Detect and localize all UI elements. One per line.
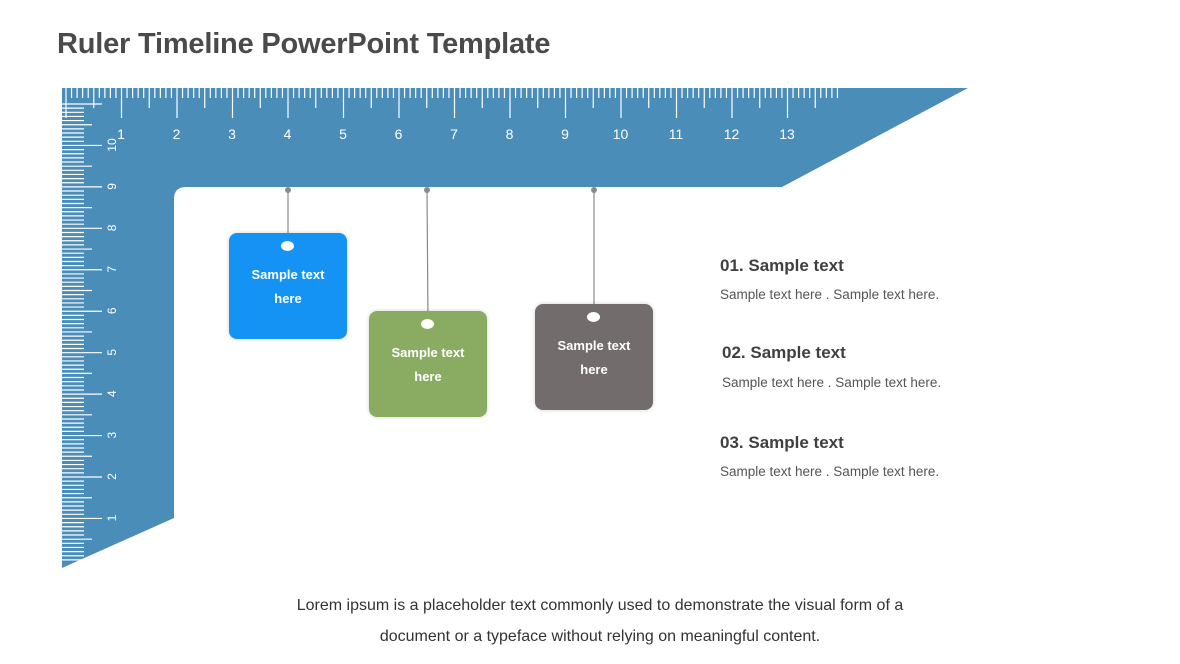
ruler-h-label: 3 xyxy=(228,126,236,142)
ruler-h-label: 9 xyxy=(561,126,569,142)
tag-strings xyxy=(285,187,597,323)
tag-hole-icon xyxy=(587,312,600,322)
ruler-h-label: 8 xyxy=(506,126,514,142)
ruler-v-label: 9 xyxy=(105,183,119,190)
tag-pin-2 xyxy=(424,187,430,193)
ruler-v-label: 7 xyxy=(105,266,119,273)
item-title-2: 02. Sample text xyxy=(722,343,846,362)
ruler-h-label: 2 xyxy=(173,126,181,142)
tag-hole-icon xyxy=(281,241,294,251)
tag-pin-1 xyxy=(285,187,291,193)
footer-line-1: Lorem ipsum is a placeholder text common… xyxy=(296,597,904,614)
ruler-h-label: 6 xyxy=(395,126,403,142)
footer-line-2: document or a typeface without relying o… xyxy=(379,628,821,645)
tag-label: Sample text here xyxy=(251,267,325,306)
ruler-h-label: 11 xyxy=(669,126,684,142)
item-desc-2: Sample text here . Sample text here. xyxy=(722,375,942,390)
tag-pin-3 xyxy=(591,187,597,193)
tag-card-3: Sample text here xyxy=(535,304,653,410)
item-desc-1: Sample text here . Sample text here. xyxy=(720,287,940,302)
tag-card-1: Sample text here xyxy=(229,233,347,339)
item-title-3: 03. Sample text xyxy=(720,433,844,452)
tag-label: Sample text here xyxy=(557,338,631,377)
ruler-h-label: 13 xyxy=(779,126,795,142)
tag-card-2: Sample text here xyxy=(369,311,487,417)
ruler-h-label: 10 xyxy=(613,126,629,142)
item-title-1: 01. Sample text xyxy=(720,256,844,275)
ruler-v-label: 2 xyxy=(105,473,119,480)
footer-text: Lorem ipsum is a placeholder text common… xyxy=(250,590,950,652)
ruler-v-label: 1 xyxy=(105,514,119,521)
ruler-v-label: 4 xyxy=(105,390,119,397)
ruler-horizontal-ticks xyxy=(65,88,839,118)
ruler-vertical-labels: 10 9 8 7 6 5 4 3 2 1 xyxy=(105,138,119,521)
ruler-v-label: 6 xyxy=(105,307,119,314)
ruler-body xyxy=(62,88,968,568)
tag-string-2 xyxy=(426,189,429,323)
ruler-h-label: 12 xyxy=(724,126,740,142)
tag-hole-icon xyxy=(421,319,434,329)
ruler-vertical-ticks xyxy=(62,103,102,561)
ruler-v-label: 8 xyxy=(105,224,119,231)
ruler-v-label: 10 xyxy=(105,138,119,152)
ruler-h-label: 5 xyxy=(339,126,347,142)
tag-label: Sample text here xyxy=(391,345,465,384)
ruler-h-label: 4 xyxy=(284,126,292,142)
ruler-h-label: 1 xyxy=(117,126,125,142)
ruler-v-label: 3 xyxy=(105,431,119,438)
ruler-v-label: 5 xyxy=(105,349,119,356)
ruler-h-label: 7 xyxy=(450,126,458,142)
item-desc-3: Sample text here . Sample text here. xyxy=(720,464,940,479)
slide-title: Ruler Timeline PowerPoint Template xyxy=(57,28,551,60)
